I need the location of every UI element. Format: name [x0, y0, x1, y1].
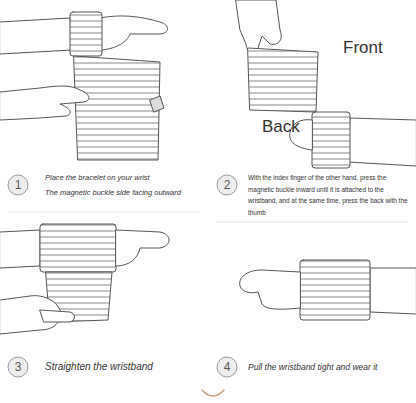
step-circle: 3 — [7, 356, 29, 378]
step-instruction: Straighten the wristband — [45, 361, 210, 373]
step-instruction: Pull the wristband tight and wear it — [248, 362, 412, 372]
step-instruction: Place the bracelet on your wrist — [45, 173, 210, 183]
step-number: 3 — [7, 356, 29, 378]
step-circle: 4 — [216, 356, 238, 378]
step4-illustration — [240, 260, 416, 320]
step-circle: 1 — [7, 174, 29, 196]
step-circle: 2 — [216, 174, 238, 196]
step-number: 1 — [7, 174, 29, 196]
step-number: 4 — [216, 356, 238, 378]
step-number: 2 — [216, 174, 238, 196]
step-instruction: With the index finger of the other hand,… — [248, 172, 412, 218]
step3-illustration — [0, 224, 169, 334]
side-label: Back — [262, 117, 312, 137]
step-instruction: The magnetic buckle side facing outward — [45, 188, 210, 198]
step2-illustration — [236, 0, 416, 168]
step1-illustration — [0, 12, 168, 160]
ornament-arc — [202, 390, 224, 396]
side-label: Front — [343, 38, 413, 58]
